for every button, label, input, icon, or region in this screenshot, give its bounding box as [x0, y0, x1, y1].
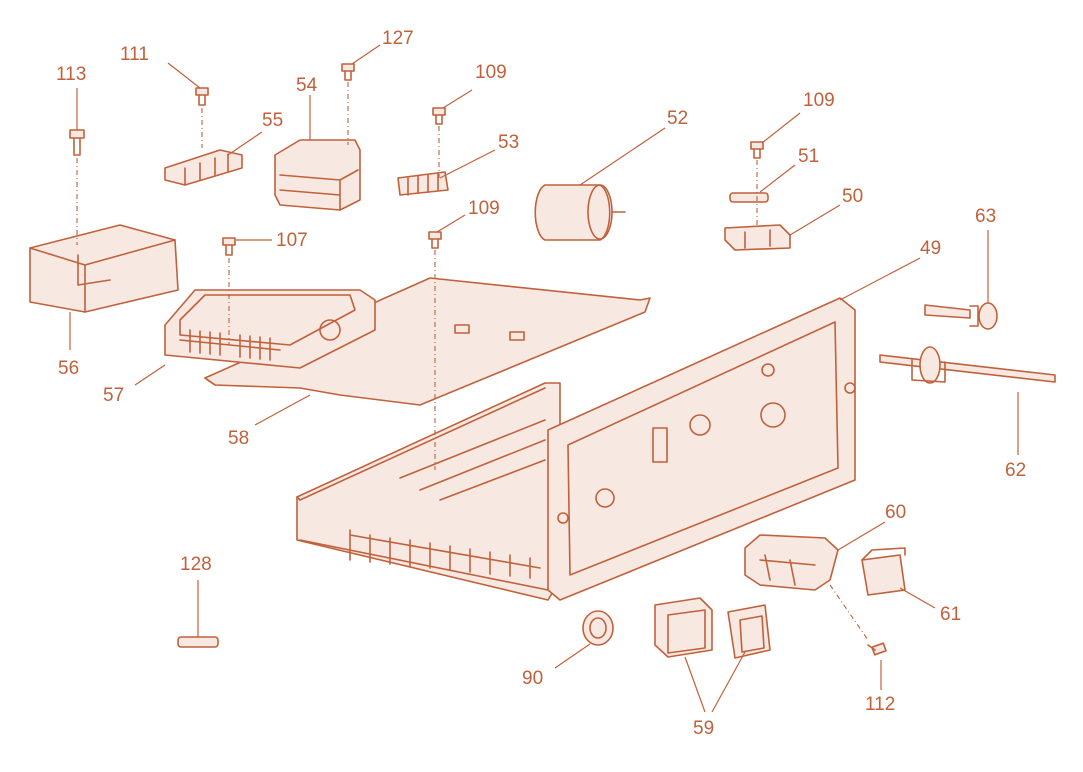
label-61: 61 — [940, 604, 961, 625]
label-112: 112 — [865, 694, 895, 715]
label-127: 127 — [382, 28, 414, 49]
part-54-relay — [274, 139, 361, 211]
part-111-screw — [195, 87, 209, 106]
board-connector — [319, 319, 341, 341]
label-109-top: 109 — [475, 62, 507, 83]
label-57: 57 — [103, 385, 124, 406]
label-60: 60 — [885, 502, 906, 523]
plate-slot-2 — [509, 331, 525, 341]
label-107: 107 — [276, 230, 308, 251]
part-53-terminal-strip — [397, 171, 449, 196]
panel-knob-hole — [689, 414, 711, 436]
part-58-mounting-plate — [204, 277, 651, 406]
part-56-cover-box — [29, 224, 179, 313]
label-54: 54 — [296, 75, 318, 96]
part-59-rocker-switch — [654, 597, 771, 659]
label-55: 55 — [262, 110, 283, 131]
plate-slot-1 — [454, 324, 470, 334]
part-63-indicator-lamp — [924, 302, 998, 330]
label-59: 59 — [693, 718, 714, 739]
part-50-fuse-holder — [724, 224, 791, 251]
part-55-terminal-block — [164, 149, 243, 186]
part-109-screw-right — [750, 141, 764, 159]
label-63: 63 — [975, 206, 996, 227]
part-62-thermostat-sensor — [879, 346, 1056, 384]
label-56: 56 — [58, 358, 79, 379]
label-90: 90 — [522, 668, 543, 689]
part-127-screw — [341, 63, 355, 81]
part-109-screw-top — [432, 107, 446, 125]
part-52-capacitor — [534, 184, 626, 241]
label-58: 58 — [228, 428, 249, 449]
assembly-axis-lines — [76, 82, 869, 641]
label-53: 53 — [498, 132, 519, 153]
label-109-middle: 109 — [468, 198, 500, 219]
label-62: 62 — [1005, 460, 1026, 481]
part-128-spare-fuse — [177, 636, 219, 648]
label-49: 49 — [920, 238, 941, 259]
label-51: 51 — [798, 146, 819, 167]
label-50: 50 — [842, 186, 863, 207]
label-52: 52 — [667, 108, 688, 129]
label-113: 113 — [56, 64, 86, 85]
frame-screw-right — [844, 382, 856, 394]
panel-hole-left — [595, 488, 615, 508]
part-112-screw — [867, 642, 887, 656]
part-113-screw — [69, 129, 85, 156]
leader-lines — [69, 44, 1019, 713]
part-60-main-switch — [744, 534, 839, 591]
frame-screw-left — [557, 512, 569, 524]
part-51-fuse — [729, 192, 769, 203]
label-109-right: 109 — [803, 90, 835, 111]
part-49-control-panel-frame — [296, 297, 856, 601]
part-labels: 49 50 51 52 53 54 55 56 57 58 59 60 61 6… — [56, 28, 1026, 739]
panel-switch-cutout — [652, 427, 668, 463]
label-128: 128 — [180, 554, 212, 575]
panel-hole-right — [760, 402, 786, 428]
part-109-screw-middle — [428, 231, 442, 249]
part-107-screw — [222, 237, 236, 256]
part-90-grommet — [582, 610, 614, 646]
label-111: 111 — [120, 44, 149, 65]
part-57-control-board — [164, 289, 376, 369]
part-61-push-button — [861, 547, 906, 596]
panel-small-hole — [761, 363, 775, 377]
